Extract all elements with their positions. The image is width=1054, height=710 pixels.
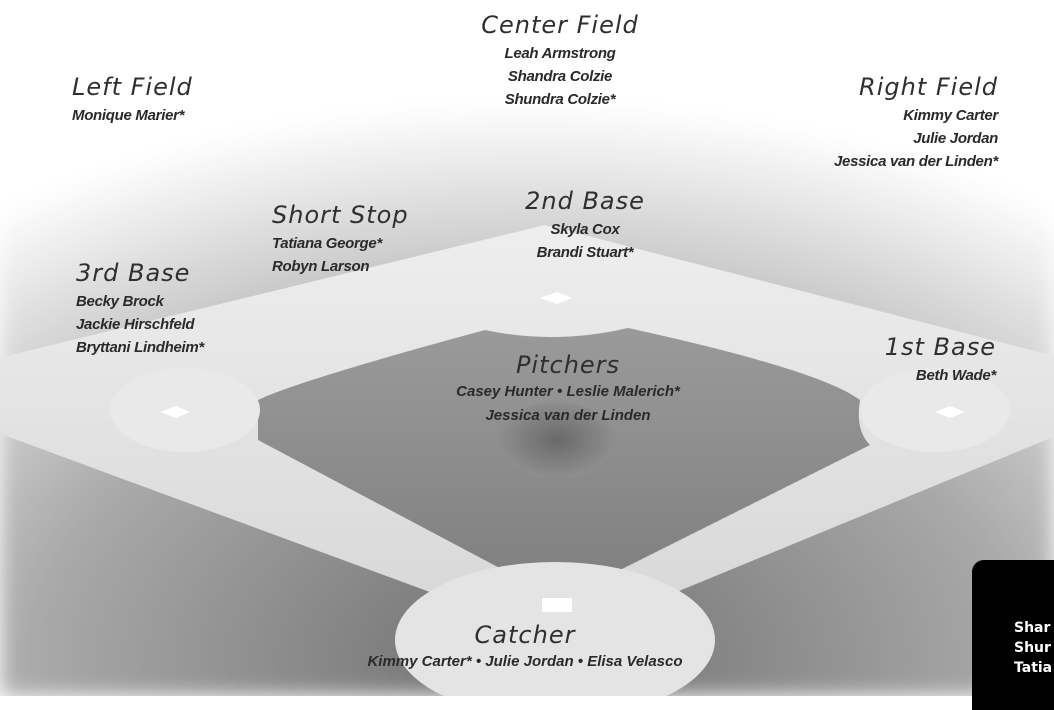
- short-stop-player: Tatiana George*: [272, 232, 472, 255]
- right-field-label: Right Field Kimmy Carter Julie Jordan Je…: [730, 72, 998, 173]
- right-field-player: Jessica van der Linden*: [730, 150, 998, 173]
- legend-panel: Shar Shur Tatia: [972, 560, 1054, 710]
- third-base-player: Jackie Hirschfeld: [76, 313, 296, 336]
- center-field-player: Shundra Colzie*: [460, 88, 660, 111]
- second-base-label: 2nd Base Skyla Cox Brandi Stuart*: [500, 186, 670, 264]
- third-base-player: Bryttani Lindheim*: [76, 336, 296, 359]
- second-base-player: Skyla Cox: [500, 218, 670, 241]
- legend-line: Shur: [1014, 640, 1051, 656]
- first-base-label: 1st Base Beth Wade*: [820, 332, 996, 387]
- right-field-title: Right Field: [730, 72, 998, 102]
- third-base-player: Becky Brock: [76, 290, 296, 313]
- center-field-title: Center Field: [460, 10, 660, 40]
- right-field-player: Kimmy Carter: [730, 104, 998, 127]
- center-field-player: Shandra Colzie: [460, 65, 660, 88]
- short-stop-title: Short Stop: [272, 200, 472, 230]
- catcher-label: Catcher Kimmy Carter* • Julie Jordan • E…: [300, 620, 750, 674]
- short-stop-label: Short Stop Tatiana George* Robyn Larson: [272, 200, 472, 278]
- third-base-title: 3rd Base: [76, 258, 296, 288]
- home-plate: [542, 598, 572, 612]
- legend-line: Shar: [1014, 620, 1050, 636]
- short-stop-player: Robyn Larson: [272, 255, 472, 278]
- left-field-player: Monique Marier*: [72, 104, 292, 127]
- first-base-title: 1st Base: [820, 332, 996, 362]
- pitchers-title: Pitchers: [398, 350, 738, 380]
- second-base-player: Brandi Stuart*: [500, 241, 670, 264]
- pitchers-line: Jessica van der Linden: [398, 404, 738, 428]
- left-field-title: Left Field: [72, 72, 292, 102]
- catcher-line: Kimmy Carter* • Julie Jordan • Elisa Vel…: [300, 650, 750, 674]
- left-field-label: Left Field Monique Marier*: [72, 72, 292, 127]
- right-field-player: Julie Jordan: [730, 127, 998, 150]
- legend-line: Tatia: [1014, 660, 1052, 676]
- center-field-label: Center Field Leah Armstrong Shandra Colz…: [460, 10, 660, 111]
- third-base-label: 3rd Base Becky Brock Jackie Hirschfeld B…: [76, 258, 296, 359]
- second-base-title: 2nd Base: [500, 186, 670, 216]
- catcher-title: Catcher: [300, 620, 750, 650]
- pitchers-label: Pitchers Casey Hunter • Leslie Malerich*…: [398, 350, 738, 428]
- pitchers-line: Casey Hunter • Leslie Malerich*: [398, 380, 738, 404]
- first-base-player: Beth Wade*: [820, 364, 996, 387]
- center-field-player: Leah Armstrong: [460, 42, 660, 65]
